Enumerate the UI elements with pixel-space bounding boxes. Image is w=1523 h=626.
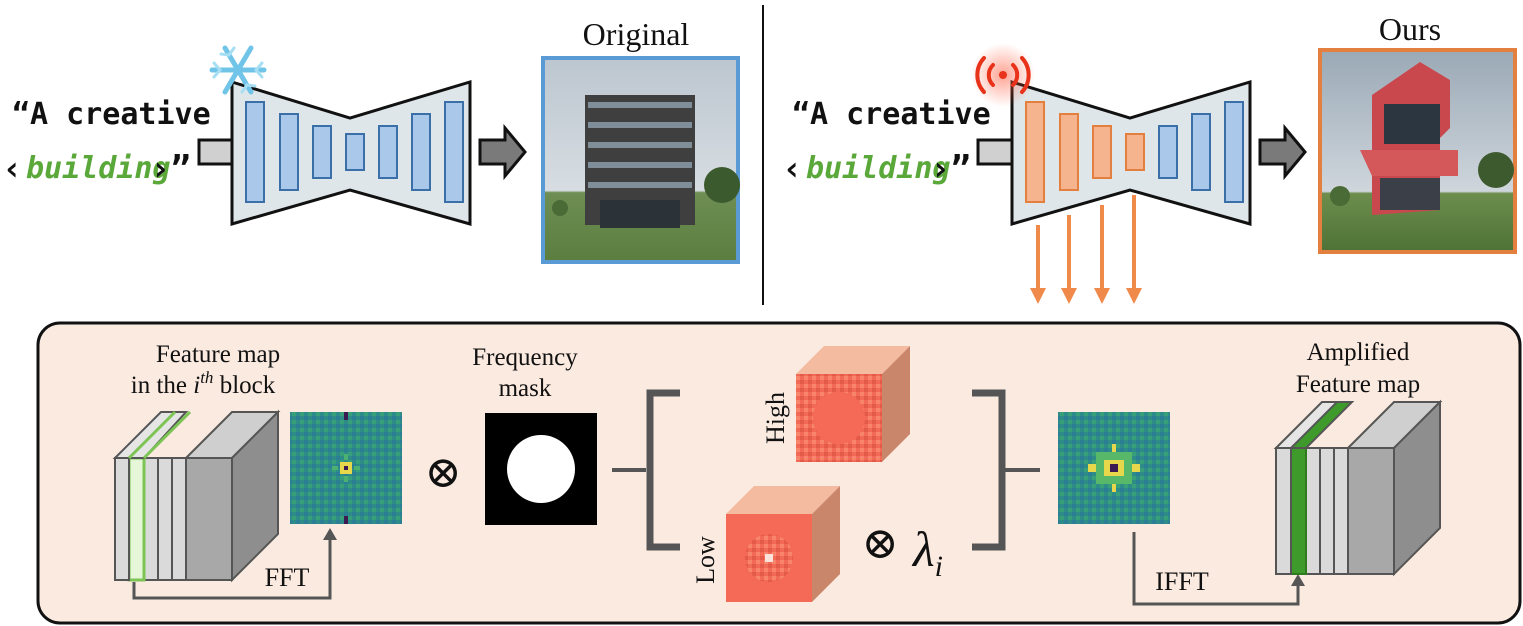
spectrum-input <box>290 412 402 524</box>
low-frequency-cube <box>726 486 840 602</box>
original-building-image <box>541 56 740 264</box>
left-input-connector <box>197 138 235 166</box>
feature-map-caption-line1: Feature map <box>156 341 280 368</box>
left-unet-block <box>378 125 398 179</box>
left-prompt-close: ›” <box>150 149 191 189</box>
multiply-symbol-1: ⊗ <box>425 448 462 497</box>
feature-extraction-arrows <box>1030 195 1142 304</box>
left-prompt-line1: “A creative <box>12 97 211 132</box>
left-unet-block <box>411 113 431 191</box>
right-unet-block <box>1191 113 1211 191</box>
right-unet-block <box>1224 101 1244 203</box>
left-prompt: “A creative ‹ building ›” <box>2 97 211 189</box>
left-unet-block <box>345 133 365 171</box>
right-prompt-line1: “A creative <box>792 97 991 132</box>
lambda-symbol: λi <box>911 521 943 583</box>
right-unet-block <box>1158 125 1178 179</box>
ifft-label: IFFT <box>1155 567 1209 596</box>
left-prompt-word: building <box>26 151 171 186</box>
frequency-mask-caption-line2: mask <box>499 375 552 402</box>
signal-waves-icon <box>971 43 1035 107</box>
spectrum-amplified <box>1058 412 1170 524</box>
high-frequency-cube <box>796 346 910 462</box>
right-unet-block-amplified <box>1025 101 1045 203</box>
high-label: High <box>761 392 790 444</box>
amplified-caption-line1: Amplified <box>1307 339 1410 366</box>
right-prompt-word: building <box>806 151 951 186</box>
frequency-mask-caption-line1: Frequency <box>472 344 578 371</box>
right-prompt-close: ›” <box>930 149 971 189</box>
right-unet-block-amplified <box>1092 125 1112 179</box>
right-unet-block-amplified <box>1125 133 1145 171</box>
right-bracket <box>972 389 1006 551</box>
amplified-caption-line2: Feature map <box>1296 371 1420 398</box>
left-unet-block <box>279 113 299 191</box>
feature-map-caption-line2: in the ith block <box>131 368 276 399</box>
left-unet <box>230 79 472 226</box>
amplified-feature-map-stack <box>1273 399 1443 577</box>
feature-map-stack <box>112 409 281 583</box>
left-result-title: Original <box>583 16 690 52</box>
feature-map-selected-channel <box>127 456 146 582</box>
left-bracket <box>646 389 680 551</box>
low-label: Low <box>691 536 720 584</box>
left-unet-block <box>444 101 464 203</box>
right-unet <box>1010 79 1252 226</box>
left-unet-block <box>312 125 332 179</box>
right-output-arrow <box>1258 123 1307 181</box>
fft-arrowhead <box>323 528 337 540</box>
right-input-connector <box>976 138 1014 166</box>
detail-panel <box>36 321 1522 625</box>
right-prompt-open: ‹ <box>782 149 802 189</box>
amplified-selected-channel <box>1290 447 1307 575</box>
ifft-arrow <box>1132 532 1300 606</box>
right-prompt: “A creative ‹ building ›” <box>782 97 991 189</box>
left-prompt-open: ‹ <box>2 149 22 189</box>
left-output-arrow <box>478 123 527 181</box>
fft-arrow <box>132 538 332 600</box>
right-unet-block-amplified <box>1059 113 1079 191</box>
left-unet-block <box>245 101 265 203</box>
fft-label: FFT <box>265 563 310 592</box>
ours-building-image <box>1318 48 1517 254</box>
snowflake-icon <box>209 45 267 95</box>
frequency-mask-image <box>485 413 597 525</box>
ifft-arrowhead <box>1291 574 1305 586</box>
right-result-title: Ours <box>1379 11 1441 47</box>
multiply-symbol-2: ⊗ <box>862 519 899 568</box>
